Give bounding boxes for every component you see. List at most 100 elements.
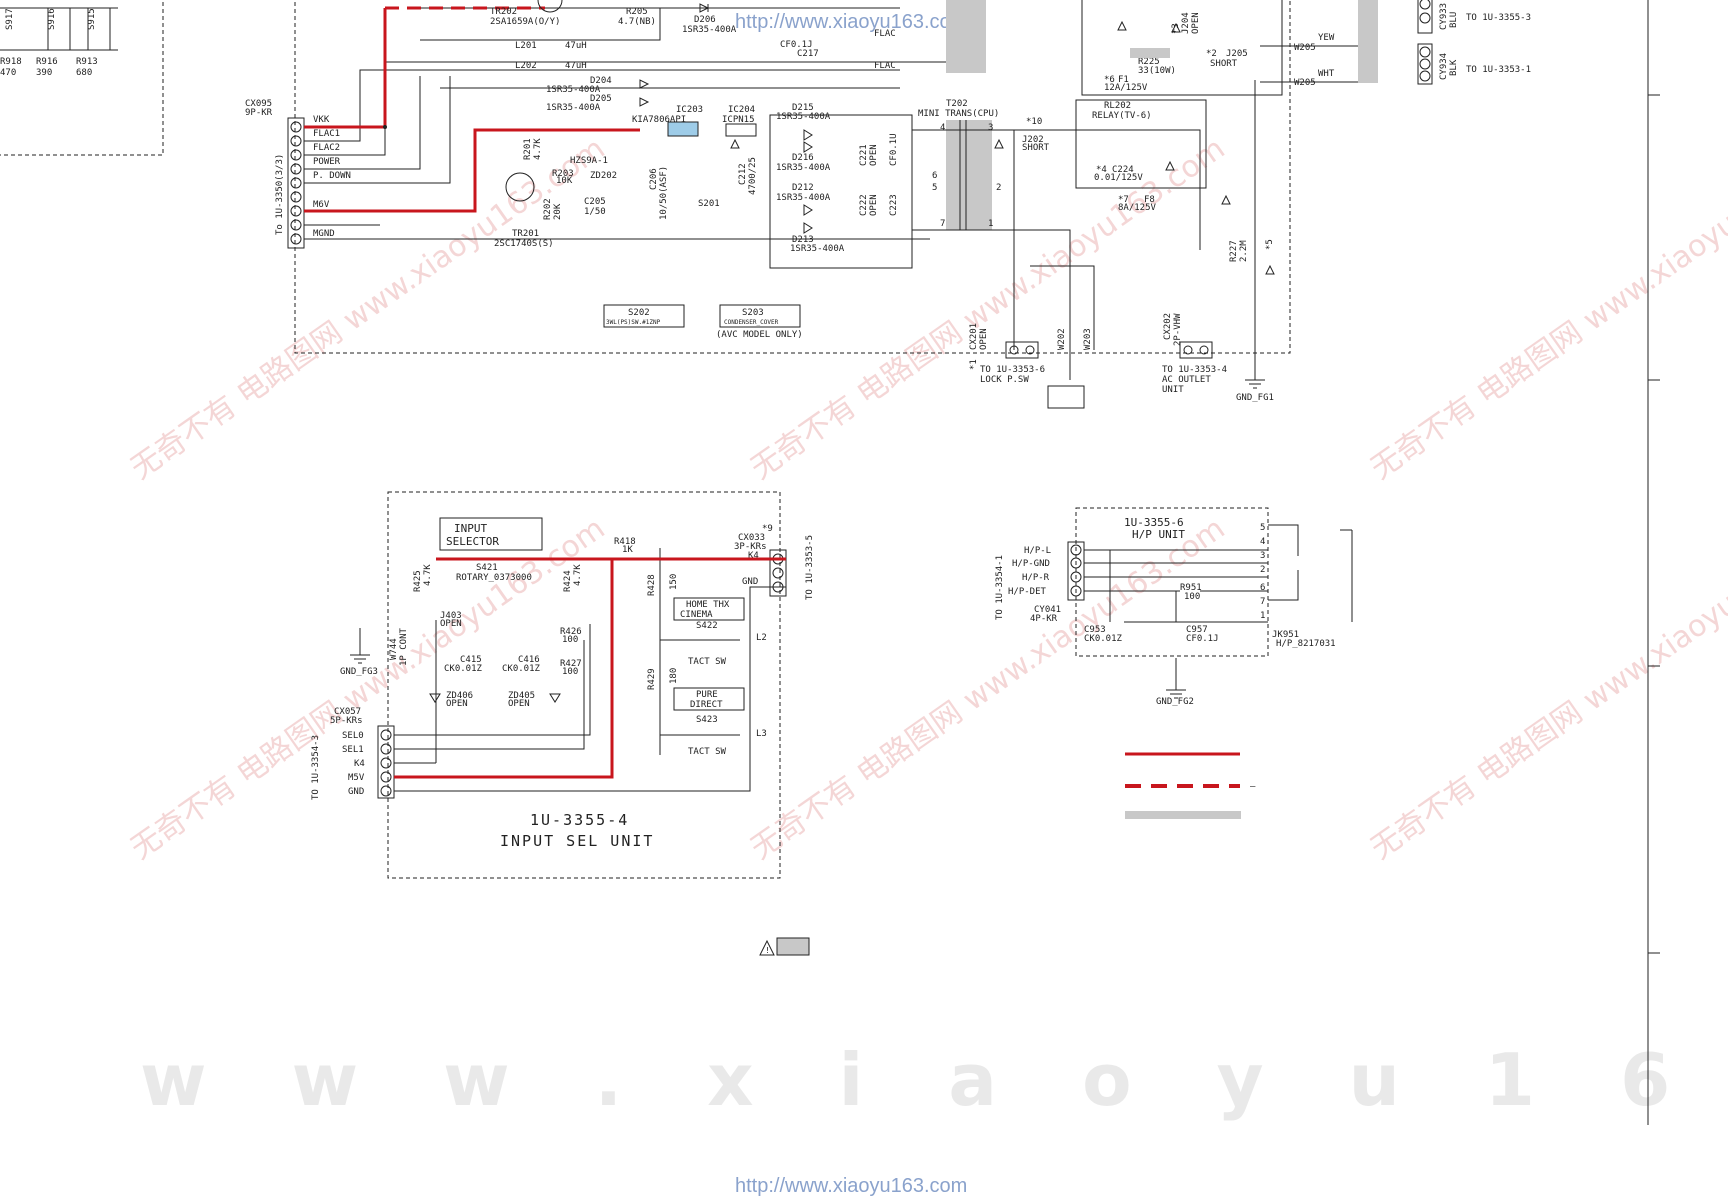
legend-gray-bar: [1125, 811, 1241, 819]
svg-text:IC204: IC204: [728, 105, 755, 115]
svg-text:D215: D215: [792, 103, 814, 113]
svg-text:!: !: [765, 946, 770, 955]
svg-text:D216: D216: [792, 153, 814, 163]
warning-triangle-2: [994, 138, 1004, 149]
svg-text:TO 1U-3354-1: TO 1U-3354-1: [995, 555, 1005, 620]
svg-text:4P-KR: 4P-KR: [1030, 614, 1058, 624]
svg-text:J403: J403: [440, 611, 462, 621]
svg-text:*6: *6: [1104, 75, 1115, 85]
svg-text:33(10W): 33(10W): [1138, 66, 1176, 76]
svg-text:CY933: CY933: [1439, 3, 1449, 30]
input-sel-unit-name: INPUT SEL UNIT: [500, 832, 654, 850]
svg-text:TR201: TR201: [512, 229, 539, 239]
input-sel-unit: INPUT SELECTOR R425 4.7K S421 ROTARY_037…: [311, 491, 815, 879]
svg-text:WHT: WHT: [1318, 69, 1335, 79]
cx202-connector: [1179, 341, 1213, 359]
svg-text:CONDENSER_COVER: CONDENSER_COVER: [724, 319, 779, 326]
svg-text:100: 100: [562, 635, 578, 645]
svg-text:无奇不有 电路图网 www.xiaoyu163.com: 无奇不有 电路图网 www.xiaoyu163.com: [125, 131, 612, 487]
ic204-body: [725, 123, 757, 137]
svg-text:R428: R428: [647, 574, 657, 596]
svg-text:R427: R427: [560, 659, 582, 669]
svg-text:R913: R913: [76, 57, 98, 67]
svg-text:ZD202: ZD202: [590, 171, 617, 181]
svg-text:R225: R225: [1138, 57, 1160, 67]
svg-text:GND: GND: [348, 787, 364, 797]
svg-text:SEL1: SEL1: [342, 745, 364, 755]
svg-text:W202: W202: [1057, 328, 1067, 350]
svg-text:R205: R205: [626, 7, 648, 17]
svg-text:C205: C205: [584, 197, 606, 207]
svg-text:K4: K4: [748, 551, 759, 561]
svg-text:3WL(PS)SW.#1ZNP: 3WL(PS)SW.#1ZNP: [606, 319, 661, 326]
svg-text:1SR35-400A: 1SR35-400A: [776, 163, 831, 173]
svg-text:R203: R203: [552, 169, 574, 179]
svg-text:(AVC MODEL ONLY): (AVC MODEL ONLY): [716, 330, 803, 340]
svg-text:H/P-L: H/P-L: [1024, 546, 1051, 556]
svg-text:2: 2: [996, 183, 1001, 193]
svg-text:D206: D206: [694, 15, 716, 25]
warning-triangle-7: [1171, 22, 1181, 33]
svg-text:L2: L2: [756, 633, 767, 643]
svg-text:TACT SW: TACT SW: [688, 747, 727, 757]
svg-text:S916: S916: [47, 8, 57, 30]
warning-triangle-5: [1265, 264, 1275, 275]
svg-text:4: 4: [940, 123, 945, 133]
svg-text:2.2M: 2.2M: [1239, 240, 1249, 262]
svg-text:RELAY(TV-6): RELAY(TV-6): [1092, 111, 1152, 121]
svg-text:R425: R425: [413, 570, 423, 592]
svg-text:GND_FG2: GND_FG2: [1156, 697, 1194, 707]
svg-text:*3: *3: [1171, 23, 1181, 34]
svg-text:PURE: PURE: [696, 690, 718, 700]
cy934-connector: [1417, 43, 1433, 85]
svg-text:W203: W203: [1083, 328, 1093, 350]
svg-text:12A/125V: 12A/125V: [1104, 83, 1148, 93]
svg-text:2SC1740S(S): 2SC1740S(S): [494, 239, 554, 249]
svg-text:J204: J204: [1181, 12, 1191, 34]
svg-text:L202: L202: [515, 61, 537, 71]
top-left-switch-fragment: S917 S916 S915 R918 R916 R913 470 390 68…: [0, 0, 164, 156]
svg-text:4: 4: [1260, 537, 1265, 547]
svg-text:1SR35-400A: 1SR35-400A: [546, 85, 601, 95]
t202-transformer: [946, 120, 992, 230]
svg-text:SHORT: SHORT: [1210, 59, 1238, 69]
svg-text:*5: *5: [1265, 239, 1275, 250]
svg-text:TO 1U-3353-4: TO 1U-3353-4: [1162, 365, 1227, 375]
svg-text:CX057: CX057: [334, 707, 361, 717]
svg-text:CINEMA: CINEMA: [680, 610, 713, 620]
svg-text:FLAC: FLAC: [874, 61, 896, 71]
safety-note: !: [759, 937, 810, 956]
svg-text:IC203: IC203: [676, 105, 703, 115]
svg-text:C206: C206: [649, 168, 659, 190]
svg-text:R418: R418: [614, 537, 636, 547]
pin-pdown: P. DOWN: [313, 171, 351, 181]
svg-text:SHORT: SHORT: [1022, 143, 1050, 153]
svg-text:C221: C221: [859, 144, 869, 166]
svg-text:OPEN: OPEN: [446, 699, 468, 709]
svg-text:S202: S202: [628, 308, 650, 318]
svg-text:5: 5: [1260, 523, 1265, 533]
svg-text:D213: D213: [792, 235, 814, 245]
svg-text:UNIT: UNIT: [1162, 385, 1184, 395]
svg-text:10K: 10K: [556, 176, 573, 186]
s202-box: [603, 304, 685, 328]
svg-text:C222: C222: [859, 194, 869, 216]
svg-text:1SR35-400A: 1SR35-400A: [546, 103, 601, 113]
svg-text:C212: C212: [738, 163, 748, 185]
svg-text:ZD405: ZD405: [508, 691, 535, 701]
cx057-connector: [377, 725, 395, 799]
relay-rl202-box: [1075, 99, 1207, 189]
svg-text:CY041: CY041: [1034, 605, 1061, 615]
svg-text:D204: D204: [590, 76, 612, 86]
svg-text:C224: C224: [1112, 165, 1134, 175]
svg-text:W744: W744: [389, 638, 399, 660]
svg-text:OPEN: OPEN: [1191, 12, 1201, 34]
svg-text:DIRECT: DIRECT: [690, 700, 723, 710]
wire-legend: —: [1125, 752, 1256, 819]
svg-text:C223: C223: [889, 194, 899, 216]
svg-text:C217: C217: [797, 49, 819, 59]
svg-text:3P-KRs: 3P-KRs: [734, 542, 767, 552]
svg-text:S201: S201: [698, 199, 720, 209]
svg-text:ROTARY_0373000: ROTARY_0373000: [456, 573, 532, 583]
svg-text:S203: S203: [742, 308, 764, 318]
